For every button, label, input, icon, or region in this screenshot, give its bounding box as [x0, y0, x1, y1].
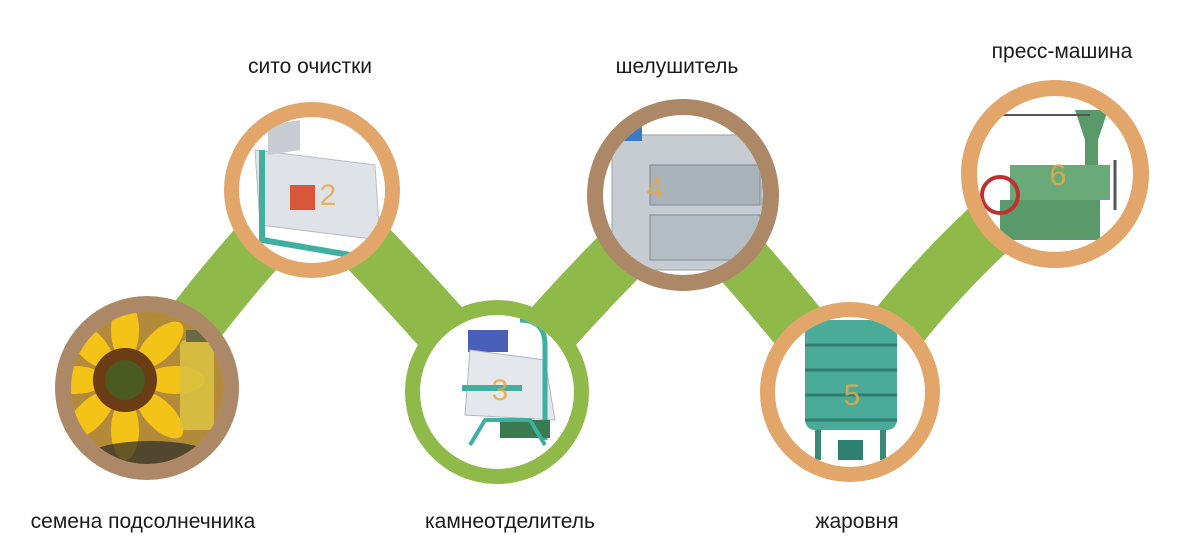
destoner-machine-image: 3 [462, 317, 556, 447]
step-number: 5 [844, 379, 861, 412]
label-step-4: шелушитель [616, 55, 739, 78]
step-6-oil-press: 6 [961, 80, 1149, 268]
dehuller-machine-image: 4 [611, 125, 763, 271]
press-machine-image: 6 [980, 110, 1117, 240]
step-5-roaster: 5 [760, 302, 940, 482]
step-1-sunflower [55, 296, 239, 480]
step-3-destoner: 3 [405, 300, 589, 484]
roaster-machine-image: 5 [805, 320, 897, 460]
sieve-machine-image: 2 [254, 120, 381, 258]
step-number: 2 [320, 179, 337, 212]
step-4-dehuller: 4 [587, 99, 779, 291]
label-step-6: пресс-машина [992, 40, 1133, 63]
label-step-2: сито очистки [248, 55, 372, 78]
step-number: 3 [492, 374, 509, 407]
step-number: 4 [647, 172, 664, 205]
label-step-5: жаровня [815, 510, 898, 533]
sunflower-image [71, 312, 223, 464]
step-2-cleaning-sieve: 2 [224, 102, 400, 278]
step-number: 6 [1050, 159, 1067, 192]
label-step-3: камнеотделитель [425, 510, 595, 533]
label-step-1: семена подсолнечника [31, 510, 256, 533]
